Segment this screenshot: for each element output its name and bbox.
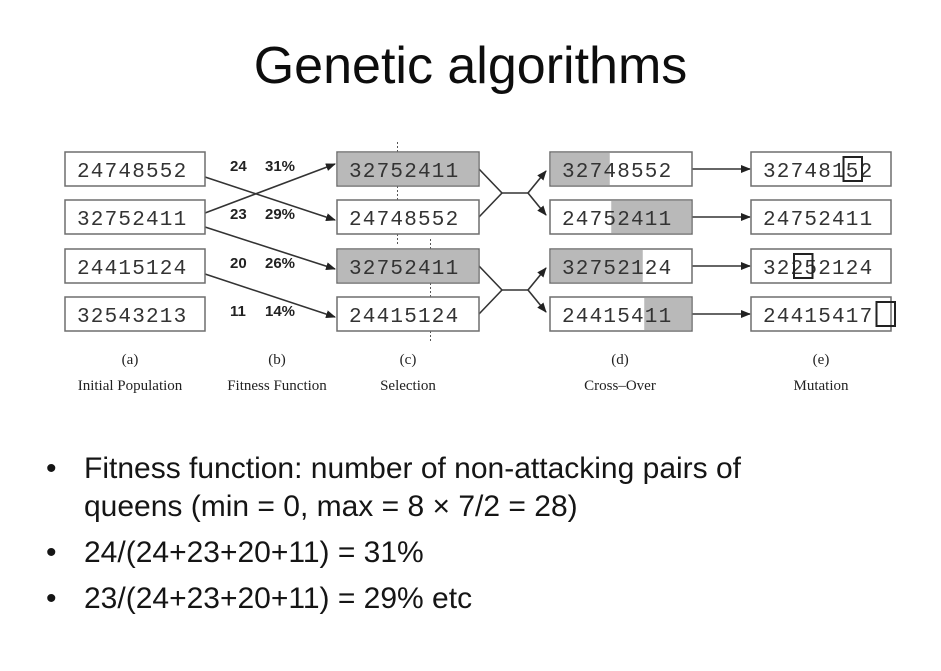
selection-arrow	[204, 273, 336, 318]
crossover-connector	[478, 192, 503, 218]
mutation-box: 24752411	[750, 199, 892, 235]
connectors	[204, 142, 751, 341]
column-label: Mutation	[794, 378, 849, 394]
mutation-box: 32252124	[750, 248, 892, 284]
box-frame	[750, 199, 892, 235]
box-frame	[336, 296, 480, 332]
shaded-segment	[337, 152, 479, 186]
fitness-score: 24	[230, 158, 247, 175]
shaded-segment	[550, 152, 610, 186]
chromosome-string: 24415411	[562, 306, 672, 329]
bullet-item: • Fitness function: number of non-attack…	[46, 450, 906, 526]
chromosome-string: 24748552	[349, 209, 459, 232]
bullet-text: 23/(24+23+20+11) = 29% etc	[84, 582, 473, 615]
bullet-dot: •	[46, 452, 57, 485]
bullet-text-continued: queens (min = 0, max = 8 × 7/2 = 28)	[84, 490, 578, 523]
selection-arrow	[204, 176, 336, 221]
chromosome-string: 24415417	[763, 306, 873, 329]
mutated-gene-highlight	[842, 156, 863, 182]
crossover-box: 32752124	[549, 248, 693, 284]
bullet-item: • 23/(24+23+20+11) = 29% etc	[46, 580, 906, 618]
chromosome-boxes: 24748552 32752411 24415124 32543213 32752411…	[64, 151, 896, 332]
crossover-connector	[478, 289, 503, 315]
bullet-dot: •	[46, 536, 57, 569]
column-label: Cross–Over	[584, 378, 656, 394]
chromosome-string: 32752411	[349, 258, 459, 281]
crossover-arrow	[527, 289, 547, 313]
crossover-arrow	[527, 192, 547, 216]
chromosome-string: 24748552	[77, 161, 187, 184]
mutated-gene-highlight	[793, 253, 814, 279]
crossover-arrow	[527, 170, 547, 194]
chromosome-string: 24415124	[77, 258, 187, 281]
chromosome-string: 32752411	[77, 209, 187, 232]
bullet-item: • 24/(24+23+20+11) = 31%	[46, 534, 906, 572]
bullet-text: 24/(24+23+20+11) = 31%	[84, 536, 424, 569]
fitness-percent: 14%	[265, 303, 295, 320]
chromosome-string: 24415124	[349, 306, 459, 329]
selection-box: 32752411	[336, 151, 480, 187]
box-frame	[64, 296, 206, 332]
box-frame	[64, 248, 206, 284]
initial-population-box: 32543213	[64, 296, 206, 332]
shaded-segment	[550, 249, 643, 283]
initial-population-box: 24415124	[64, 248, 206, 284]
column-letter: (e)	[813, 352, 830, 368]
column-letter: (b)	[268, 352, 286, 368]
chromosome-string: 32752411	[349, 161, 459, 184]
box-frame	[750, 151, 892, 187]
selection-box: 32752411	[336, 248, 480, 284]
crossover-box: 24415411	[549, 296, 693, 332]
crossover-box: 24752411	[549, 199, 693, 235]
bullet-list: • Fitness function: number of non-attack…	[46, 450, 906, 626]
column-letter: (a)	[122, 352, 139, 368]
chromosome-string: 32752124	[562, 258, 672, 281]
crossover-connector	[478, 265, 528, 291]
slide-title: Genetic algorithms	[253, 37, 688, 95]
mutation-box: 24415417	[750, 296, 896, 332]
genetic-algorithm-diagram: 24748552 32752411 24415124 32543213 32752411…	[64, 142, 896, 394]
column-label: Fitness Function	[227, 378, 327, 394]
fitness-values: 24 31% 23 29% 20 26% 11 14%	[230, 158, 295, 320]
box-frame	[336, 199, 480, 235]
crossover-arrow	[527, 267, 547, 291]
bullet-dot: •	[46, 582, 57, 615]
selection-arrow	[204, 226, 336, 271]
fitness-score: 23	[230, 206, 247, 223]
initial-population-box: 24748552	[64, 151, 206, 187]
selection-box: 24415124	[336, 296, 480, 332]
box-frame	[64, 151, 206, 187]
chromosome-string: 24752411	[562, 209, 672, 232]
column-letter: (d)	[611, 352, 629, 368]
fitness-percent: 31%	[265, 158, 295, 175]
crossover-connector	[478, 168, 528, 194]
mutation-box: 32748152	[750, 151, 892, 187]
chromosome-string: 32748152	[763, 161, 873, 184]
shaded-segment	[644, 297, 692, 331]
column-captions: (a) Initial Population (b) Fitness Function…	[78, 352, 849, 394]
box-frame	[64, 199, 206, 235]
mutated-gene-highlight	[875, 301, 896, 327]
chromosome-string: 24752411	[763, 209, 873, 232]
fitness-percent: 26%	[265, 255, 295, 272]
selection-box: 24748552	[336, 199, 480, 235]
box-frame	[750, 248, 892, 284]
column-label: Selection	[380, 378, 436, 394]
column-label: Initial Population	[78, 378, 183, 394]
chromosome-string: 32543213	[77, 306, 187, 329]
bullet-text: Fitness function: number of non-attackin…	[84, 452, 742, 485]
fitness-percent: 29%	[265, 206, 295, 223]
chromosome-string: 32252124	[763, 258, 873, 281]
fitness-score: 20	[230, 255, 247, 272]
shaded-segment	[337, 249, 479, 283]
selection-arrow	[204, 163, 336, 214]
initial-population-box: 32752411	[64, 199, 206, 235]
fitness-score: 11	[230, 303, 246, 320]
shaded-segment	[611, 200, 692, 234]
crossover-box: 32748552	[549, 151, 693, 187]
box-frame	[750, 296, 892, 332]
chromosome-string: 32748552	[562, 161, 672, 184]
column-letter: (c)	[400, 352, 417, 368]
